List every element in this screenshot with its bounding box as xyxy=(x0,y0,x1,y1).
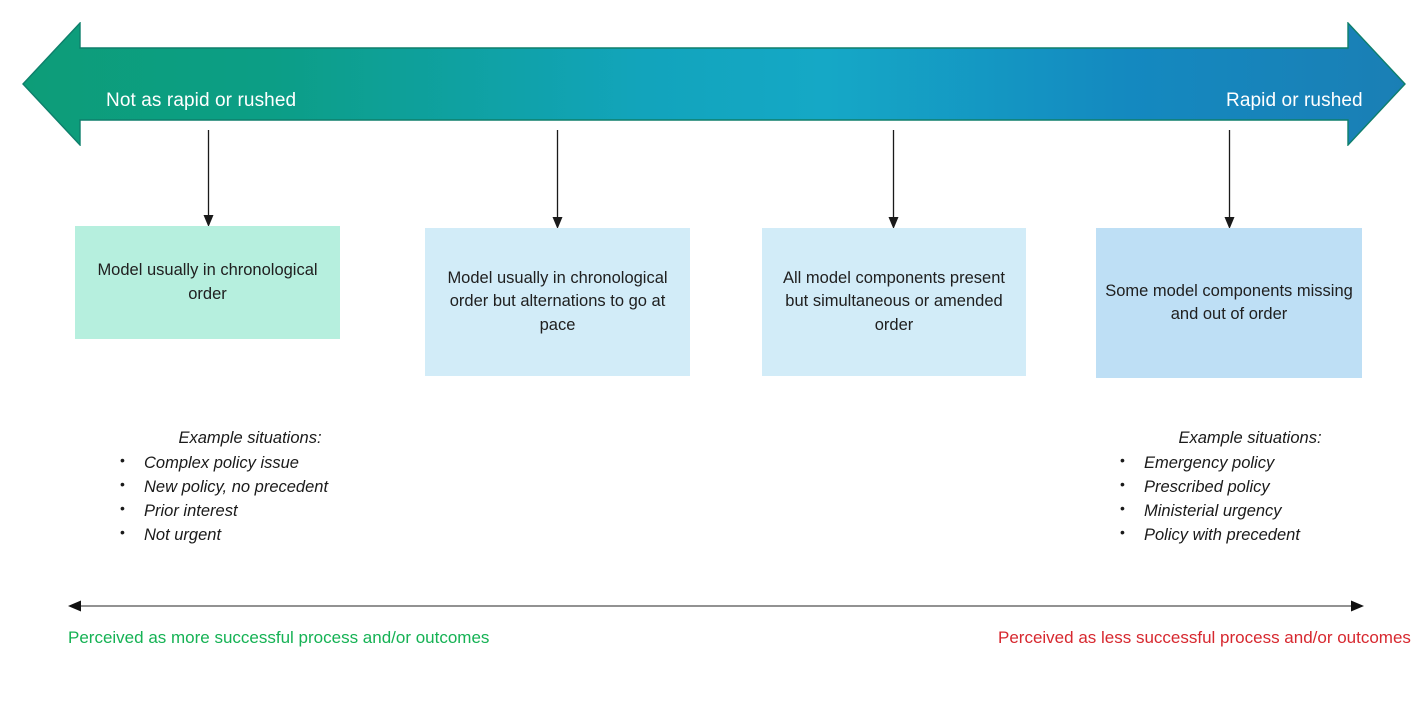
perception-right-text: Perceived as less successful process and… xyxy=(998,628,1411,647)
category-box-components-missing: Some model components missing and out of… xyxy=(1096,228,1362,378)
category-box-all-components-amended-order: All model components present but simulta… xyxy=(762,228,1026,376)
list-item: Complex policy issue xyxy=(110,450,390,475)
list-item: New policy, no precedent xyxy=(110,474,390,499)
perception-caption-more-successful: Perceived as more successful process and… xyxy=(68,626,489,651)
spectrum-gradient-arrow: Not as rapid or rushed Rapid or rushed xyxy=(22,22,1406,146)
list-item: Policy with precedent xyxy=(1110,522,1390,547)
connector-arrow-4 xyxy=(1223,130,1236,230)
list-item: Prior interest xyxy=(110,498,390,523)
list-item: Not urgent xyxy=(110,522,390,547)
perception-left-text: Perceived as more successful process and… xyxy=(68,628,490,647)
category-box-3-text: All model components present but simulta… xyxy=(783,268,1005,334)
connector-arrow-2 xyxy=(551,130,564,230)
category-box-1-text: Model usually in chronological order xyxy=(97,261,318,303)
perception-axis-arrow xyxy=(68,598,1364,614)
category-box-2-text: Model usually in chronological order but… xyxy=(447,268,668,334)
example-situations-left-title: Example situations: xyxy=(178,429,322,447)
connector-arrow-1 xyxy=(202,130,215,228)
example-situations-right-list: Emergency policy Prescribed policy Minis… xyxy=(1110,450,1390,547)
perception-caption-less-successful: Perceived as less successful process and… xyxy=(998,626,1411,651)
spectrum-right-label: Rapid or rushed xyxy=(1226,90,1363,111)
example-situations-left-list: Complex policy issue New policy, no prec… xyxy=(110,450,390,547)
connector-arrow-3 xyxy=(887,130,900,230)
list-item: Emergency policy xyxy=(1110,450,1390,475)
example-situations-right: Example situations: Emergency policy Pre… xyxy=(1110,426,1390,547)
category-box-chronological-with-alternations: Model usually in chronological order but… xyxy=(425,228,690,376)
spectrum-left-label: Not as rapid or rushed xyxy=(106,90,297,111)
example-situations-right-title: Example situations: xyxy=(1178,429,1322,447)
category-box-4-text: Some model components missing and out of… xyxy=(1105,281,1353,323)
category-box-chronological-order: Model usually in chronological order xyxy=(75,226,340,339)
list-item: Ministerial urgency xyxy=(1110,498,1390,523)
example-situations-left: Example situations: Complex policy issue… xyxy=(110,426,390,547)
list-item: Prescribed policy xyxy=(1110,474,1390,499)
